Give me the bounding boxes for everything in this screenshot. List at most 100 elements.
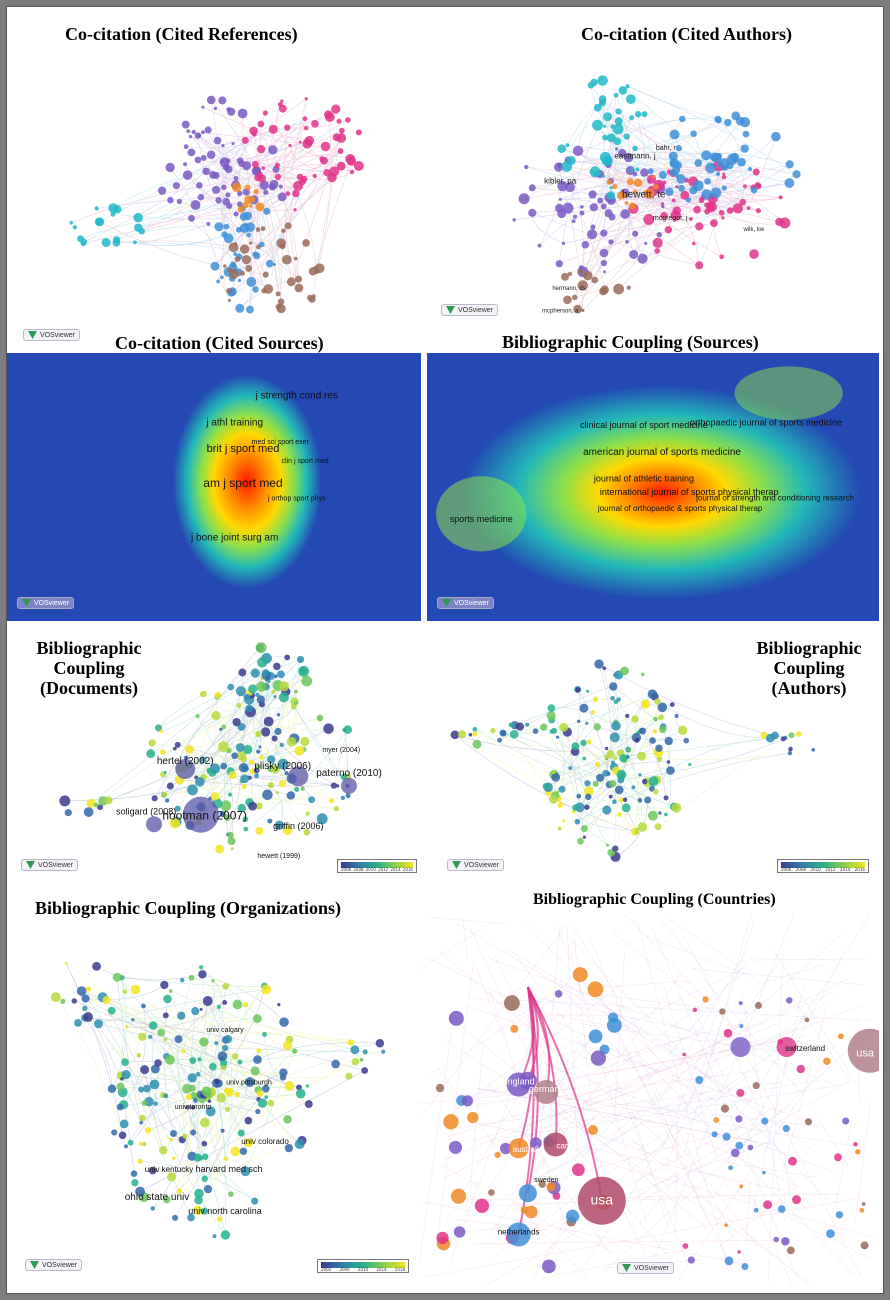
network-node [616, 697, 621, 702]
network-node [236, 190, 243, 197]
network-node [94, 217, 104, 227]
network-node [107, 1084, 117, 1093]
network-node [197, 133, 202, 138]
network-node [251, 160, 259, 168]
network-node [629, 249, 639, 259]
vosviewer-logo-icon [442, 599, 451, 607]
network-node [661, 204, 665, 209]
network-node [351, 1057, 360, 1066]
network-node [811, 747, 816, 752]
network-node [593, 103, 602, 112]
network-node [215, 197, 222, 204]
network-node [666, 766, 675, 775]
network-node [193, 1098, 198, 1103]
network-node [648, 776, 659, 787]
network-node [525, 722, 530, 727]
colorbar-tick-label: 2008 [353, 867, 364, 872]
network-node [242, 816, 249, 823]
network-node [259, 180, 269, 190]
network-node [635, 167, 640, 172]
network-node [664, 226, 673, 234]
network-node [282, 825, 293, 836]
network-node [189, 1057, 197, 1065]
network-node [314, 268, 320, 274]
network-node [277, 298, 285, 305]
network-node [277, 101, 283, 108]
network-node [671, 802, 682, 813]
network-node [248, 684, 258, 694]
country-node [518, 1184, 537, 1203]
network-node [786, 1246, 795, 1255]
network-node [711, 1131, 718, 1138]
node-label: univ kentucky [145, 1165, 193, 1174]
network-node [216, 1093, 227, 1103]
network-node [227, 792, 233, 797]
network-node [260, 226, 266, 231]
network-node [308, 295, 316, 303]
network-node [187, 1213, 195, 1222]
network-node [557, 144, 567, 154]
network-node [668, 151, 678, 161]
network-node [195, 1071, 201, 1077]
network-node [658, 811, 662, 815]
network-node [250, 668, 260, 678]
network-node [601, 174, 606, 178]
network-node [231, 1053, 239, 1060]
title-line: Coupling [773, 657, 845, 678]
network-node [263, 716, 274, 727]
network-node [654, 823, 662, 831]
network-node [263, 284, 274, 294]
node-label: myer (2004) [322, 747, 360, 754]
network-node [664, 736, 673, 746]
network-node [244, 1077, 255, 1087]
network-node [747, 1144, 754, 1151]
network-node [742, 184, 747, 189]
network-node [241, 255, 252, 265]
network-node [243, 826, 249, 832]
network-node [710, 219, 718, 228]
network-node [343, 725, 353, 734]
network-node [347, 1039, 355, 1046]
network-node [213, 136, 222, 145]
network-node [194, 1188, 204, 1199]
network-node [602, 805, 612, 815]
colorbar-tick-label: 2010 [357, 1267, 369, 1272]
vosviewer-label: VOSviewer [634, 1264, 670, 1272]
network-node [619, 754, 628, 763]
vosviewer-label: VOSviewer [458, 306, 494, 314]
network-node [131, 1018, 135, 1022]
network-node [654, 698, 661, 705]
network-node [701, 189, 712, 200]
network-node [198, 965, 204, 970]
network-node [107, 1006, 116, 1015]
network-node [261, 727, 271, 737]
network-node [715, 152, 722, 160]
network-node [629, 115, 635, 121]
network-node [166, 782, 174, 790]
network-node [631, 715, 639, 723]
network-node [748, 166, 753, 172]
network-node [738, 1001, 743, 1006]
network-node [361, 1067, 369, 1074]
node-label: mcgregor, j [653, 215, 688, 222]
network-node [262, 110, 268, 116]
network-node [626, 285, 631, 290]
vosviewer-watermark: VOSviewer [17, 597, 75, 609]
network-node [149, 1079, 160, 1090]
network-node [788, 746, 793, 752]
network-node [690, 130, 697, 138]
network-node [102, 996, 111, 1005]
country-label: usa [591, 1192, 614, 1208]
node-label: journal of strength and conditioning res… [695, 493, 854, 502]
network-node [613, 137, 622, 146]
network-node [227, 298, 231, 302]
network-node [232, 717, 241, 727]
network-node [660, 202, 665, 206]
network-node [212, 1234, 217, 1239]
network-node [231, 182, 242, 192]
network-node [169, 1137, 173, 1142]
network-node [187, 784, 198, 796]
network-node [702, 996, 709, 1003]
network-node [214, 1078, 220, 1084]
